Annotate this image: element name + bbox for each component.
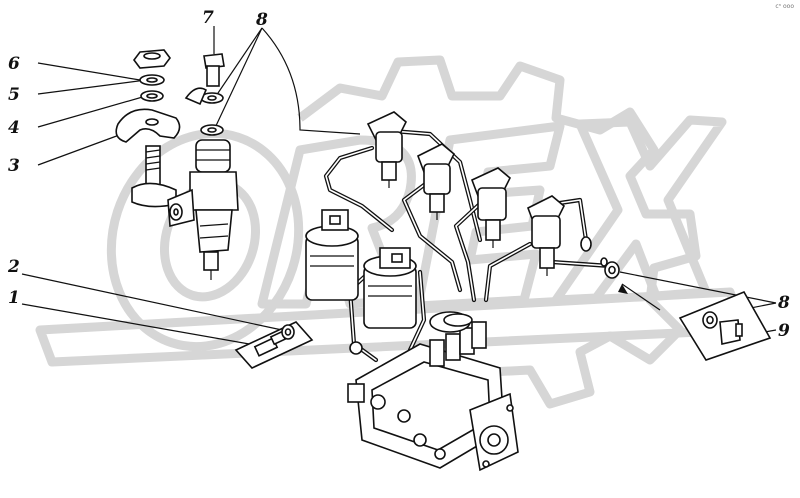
callout-numbers: 6 5 4 3 7 8 2 1 8 9 [7, 8, 790, 341]
fuel-filter-2 [363, 247, 417, 329]
callout-4: 4 [8, 118, 20, 138]
bolt-plate-right [618, 283, 772, 361]
injector-2 [416, 143, 455, 220]
callout-5: 5 [8, 85, 20, 105]
callout-1: 1 [8, 288, 20, 308]
callout-8-top: 8 [255, 10, 268, 30]
callout-7: 7 [202, 8, 214, 28]
callout-8-right: 8 [777, 293, 790, 313]
callout-6: 6 [8, 54, 20, 74]
bolt-plate-left [234, 321, 314, 369]
callout-3: 3 [8, 156, 20, 176]
return-fitting [580, 236, 620, 279]
injector-3 [470, 167, 511, 248]
callout-9: 9 [778, 321, 790, 341]
fuel-filter-1 [305, 209, 359, 301]
fuel-pipes [323, 127, 613, 363]
injector-4 [526, 195, 565, 276]
pump-outlets [429, 311, 487, 367]
callout-2: 2 [7, 257, 20, 277]
injector-1 [366, 111, 407, 188]
injector-exploded [115, 49, 239, 280]
injection-pump [347, 311, 519, 472]
corner-mark: сⁿ ооо [775, 3, 794, 10]
